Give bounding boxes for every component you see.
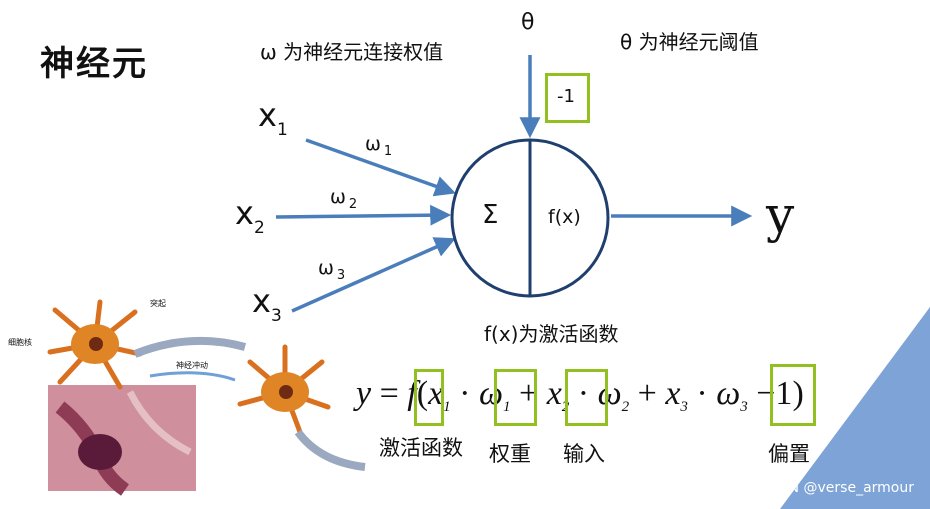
threshold-note: θ 为神经元阈值 [620, 30, 759, 54]
input-arrow-3 [291, 237, 456, 313]
biological-neuron-image [47, 299, 366, 496]
highlight-f [414, 369, 444, 426]
weight-note: ω 为神经元连接权值 [260, 40, 444, 64]
output-y: y [766, 186, 795, 244]
activation-note: f(x)为激活函数 [484, 322, 619, 346]
input-x1: x1 [258, 96, 288, 140]
highlight-input [565, 369, 608, 426]
label-weight: 权重 [489, 442, 531, 466]
theta-symbol: θ [521, 10, 535, 35]
input-arrow-2 [275, 204, 452, 226]
highlight-weight [494, 369, 537, 426]
label-dendrite: 突起 [150, 299, 166, 308]
input-x3: x3 [252, 282, 282, 326]
label-impulse: 神经冲动 [176, 361, 208, 370]
label-input: 输入 [563, 442, 605, 466]
input-arrow-1 [305, 138, 456, 197]
slide-title: 神经元 [40, 44, 148, 84]
label-activation: 激活函数 [379, 436, 463, 460]
watermark: CSDN @verse_armour [759, 480, 914, 496]
corner-decoration [780, 307, 930, 509]
sum-symbol: Σ [482, 200, 499, 230]
activation-symbol: f(x) [548, 206, 581, 228]
bias-box [545, 73, 590, 123]
input-x2: x2 [235, 194, 265, 238]
bias-value: -1 [557, 86, 575, 107]
label-cell-body: 细胞核 [8, 338, 32, 347]
